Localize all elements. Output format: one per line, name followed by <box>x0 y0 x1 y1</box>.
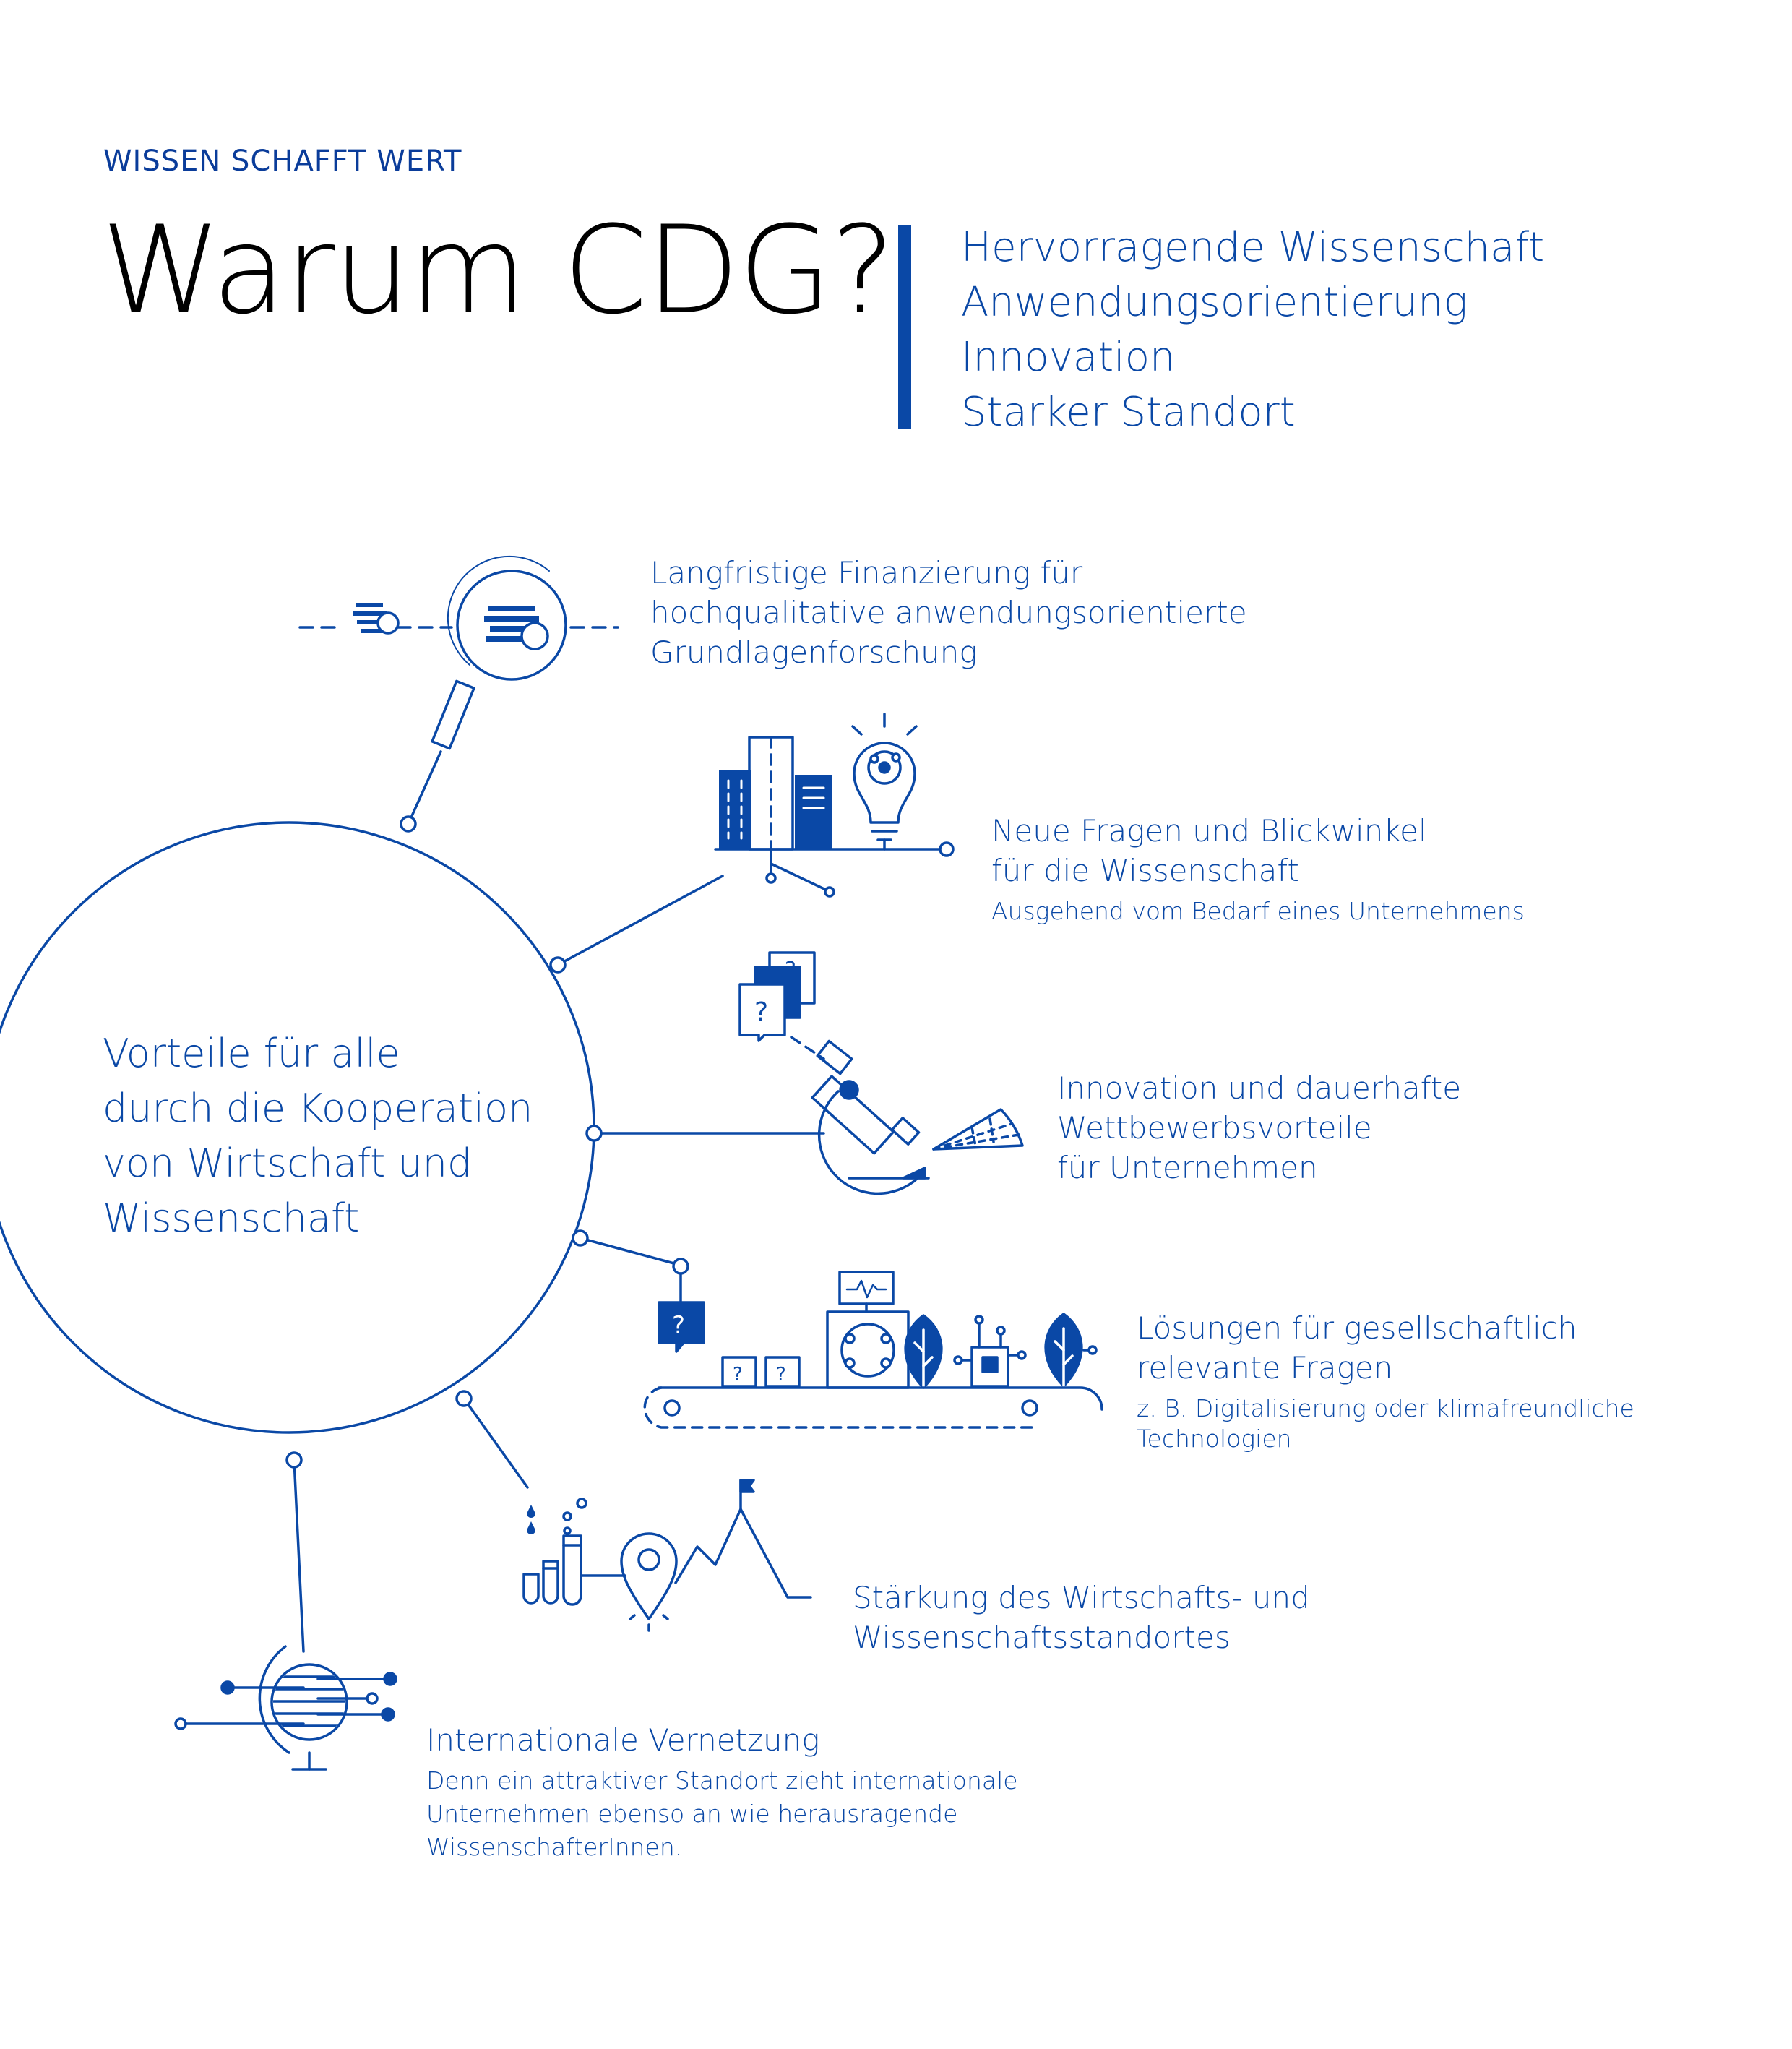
city-lightbulb-icon <box>714 713 955 898</box>
benefit-network: Internationale Vernetzung Denn ein attra… <box>426 1722 1018 1861</box>
svg-text:?: ? <box>754 997 768 1027</box>
kicker: WISSEN SCHAFFT WERT <box>103 145 462 178</box>
attribute-item: Hervorragende Wissenschaft <box>961 224 1545 271</box>
spoke-network <box>285 1451 305 1653</box>
benefit-innovation: Innovation und dauerhafte Wettbewerbsvor… <box>1057 1070 1462 1185</box>
conveyor-machine-icon: ? ? ? <box>643 1271 1103 1429</box>
divider-bar <box>898 225 911 429</box>
benefit-solutions: Lösungen für gesellschaftlich relevante … <box>1137 1310 1634 1453</box>
attribute-item: Innovation <box>961 334 1176 381</box>
svg-text:?: ? <box>672 1311 685 1340</box>
page-title: Warum CDG? <box>101 199 895 341</box>
svg-text:?: ? <box>776 1364 786 1386</box>
microscope-questions-icon: ? ? <box>738 951 1024 1195</box>
attribute-item: Anwendungsorientierung <box>961 279 1468 326</box>
benefit-new-questions: Neue Fragen und Blickwinkel für die Wiss… <box>991 813 1525 925</box>
magnifier-coins-icon <box>298 555 619 750</box>
svg-text:?: ? <box>733 1364 743 1386</box>
spoke-solutions <box>572 1229 689 1302</box>
attribute-list: Hervorragende Wissenschaft Anwendungsori… <box>961 220 1544 440</box>
benefit-location: Stärkung des Wirtschafts- und Wissenscha… <box>853 1580 1310 1655</box>
spoke-innovation <box>585 1125 825 1142</box>
lab-location-mountain-icon <box>522 1479 812 1632</box>
benefit-financing: Langfristige Finanzierung für hochqualit… <box>650 555 1247 670</box>
svg-text:?: ? <box>785 958 796 983</box>
spoke-questions <box>549 875 724 974</box>
center-statement: Vorteile für alle durch die Kooperation … <box>103 1031 533 1241</box>
attribute-item: Starker Standort <box>961 389 1296 436</box>
network-globe-icon <box>174 1645 397 1771</box>
spoke-location <box>455 1390 529 1489</box>
spoke-financing <box>400 750 442 833</box>
